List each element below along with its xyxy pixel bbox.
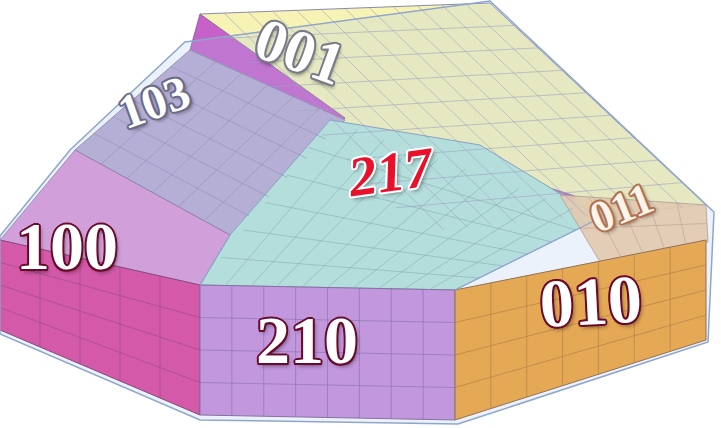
- miller-index: 100: [16, 212, 118, 280]
- envelope-edge: [200, 235, 230, 285]
- miller-index: 210: [256, 306, 358, 374]
- miller-index: 217: [345, 138, 436, 205]
- miller-index: 010: [538, 265, 643, 338]
- crystal-envelope: [0, 1, 714, 424]
